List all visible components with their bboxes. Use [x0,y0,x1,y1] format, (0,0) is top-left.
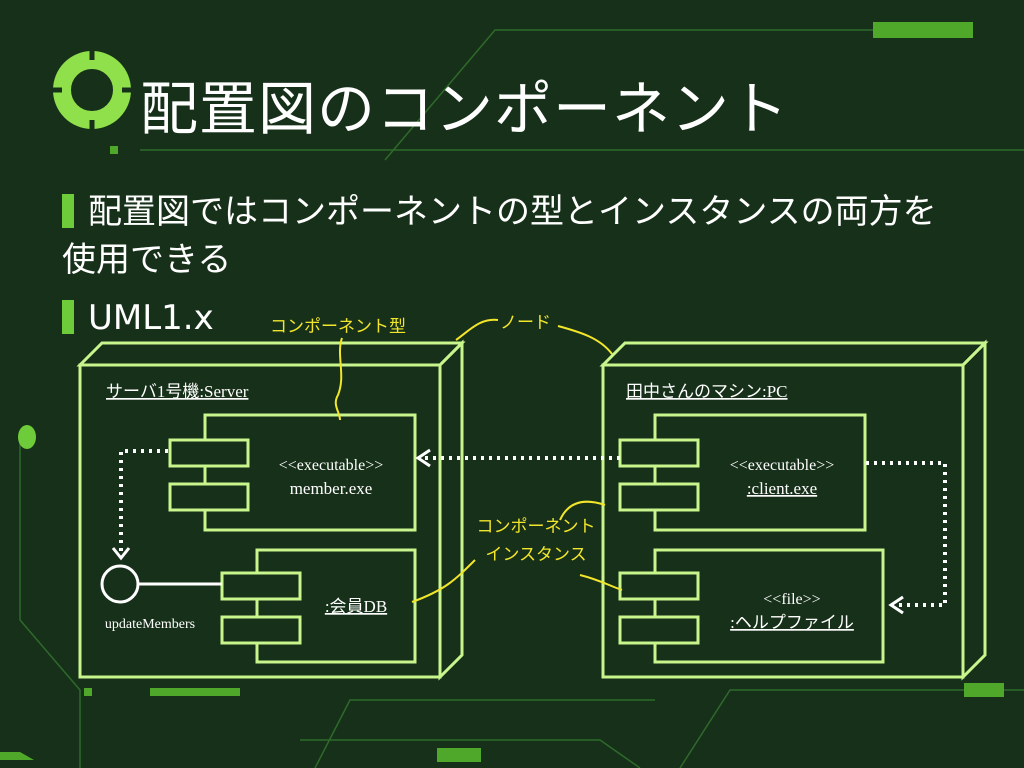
page-title: 配置図のコンポーネント [140,75,790,143]
deco-bar-bottom-left [150,688,240,696]
interface-update-members [100,564,222,604]
component-help-file [618,548,885,664]
component-member-exe [168,413,417,532]
deco-bar-bottom-right [964,683,1004,697]
component-member-db [220,548,417,664]
member-exe-stereotype: <<executable>> [279,457,384,474]
help-file-name: :ヘルプファイル [730,613,854,632]
component-client-exe [618,413,867,532]
annotation-component-type: コンポーネント型 [270,317,406,336]
annotation-leaders [334,318,623,603]
deco-bar-top [873,22,973,38]
deco-wedge [0,752,34,760]
member-exe-name: member.exe [290,479,373,498]
annotation-node: ノード [500,313,551,332]
arrow-heads [111,448,904,615]
bullet-text: UML1.x [88,298,214,338]
deco-dot [18,425,36,449]
dependency-arrows [119,449,947,607]
deco-bar-bottom-mid [437,748,481,762]
gear-logo-icon [52,50,132,154]
client-exe-stereotype: <<executable>> [730,457,835,474]
node-server-label: サーバ1号機:Server [106,382,249,401]
annotation-instance-line2: インスタンス [485,545,586,564]
bullet-item: UML1.x [62,294,214,342]
deco-square [84,688,92,696]
bullet-text: 配置図ではコンポーネントの型とインスタンスの両方を使用できる [62,192,937,280]
annotation-instance-line1: コンポーネント [477,517,596,536]
client-exe-name: :client.exe [747,479,817,498]
circuit-decoration [19,29,1024,768]
help-file-stereotype: <<file>> [763,591,820,608]
interface-label: updateMembers [105,617,195,632]
bullet-marker-icon [62,300,74,334]
member-db-name: :会員DB [325,597,387,616]
bullet-item: 配置図ではコンポーネントの型とインスタンスの両方を使用できる [62,188,962,284]
node-server [76,339,466,681]
bullet-marker-icon [62,194,74,228]
node-pc-label: 田中さんのマシン:PC [626,382,788,401]
node-pc [599,339,989,681]
